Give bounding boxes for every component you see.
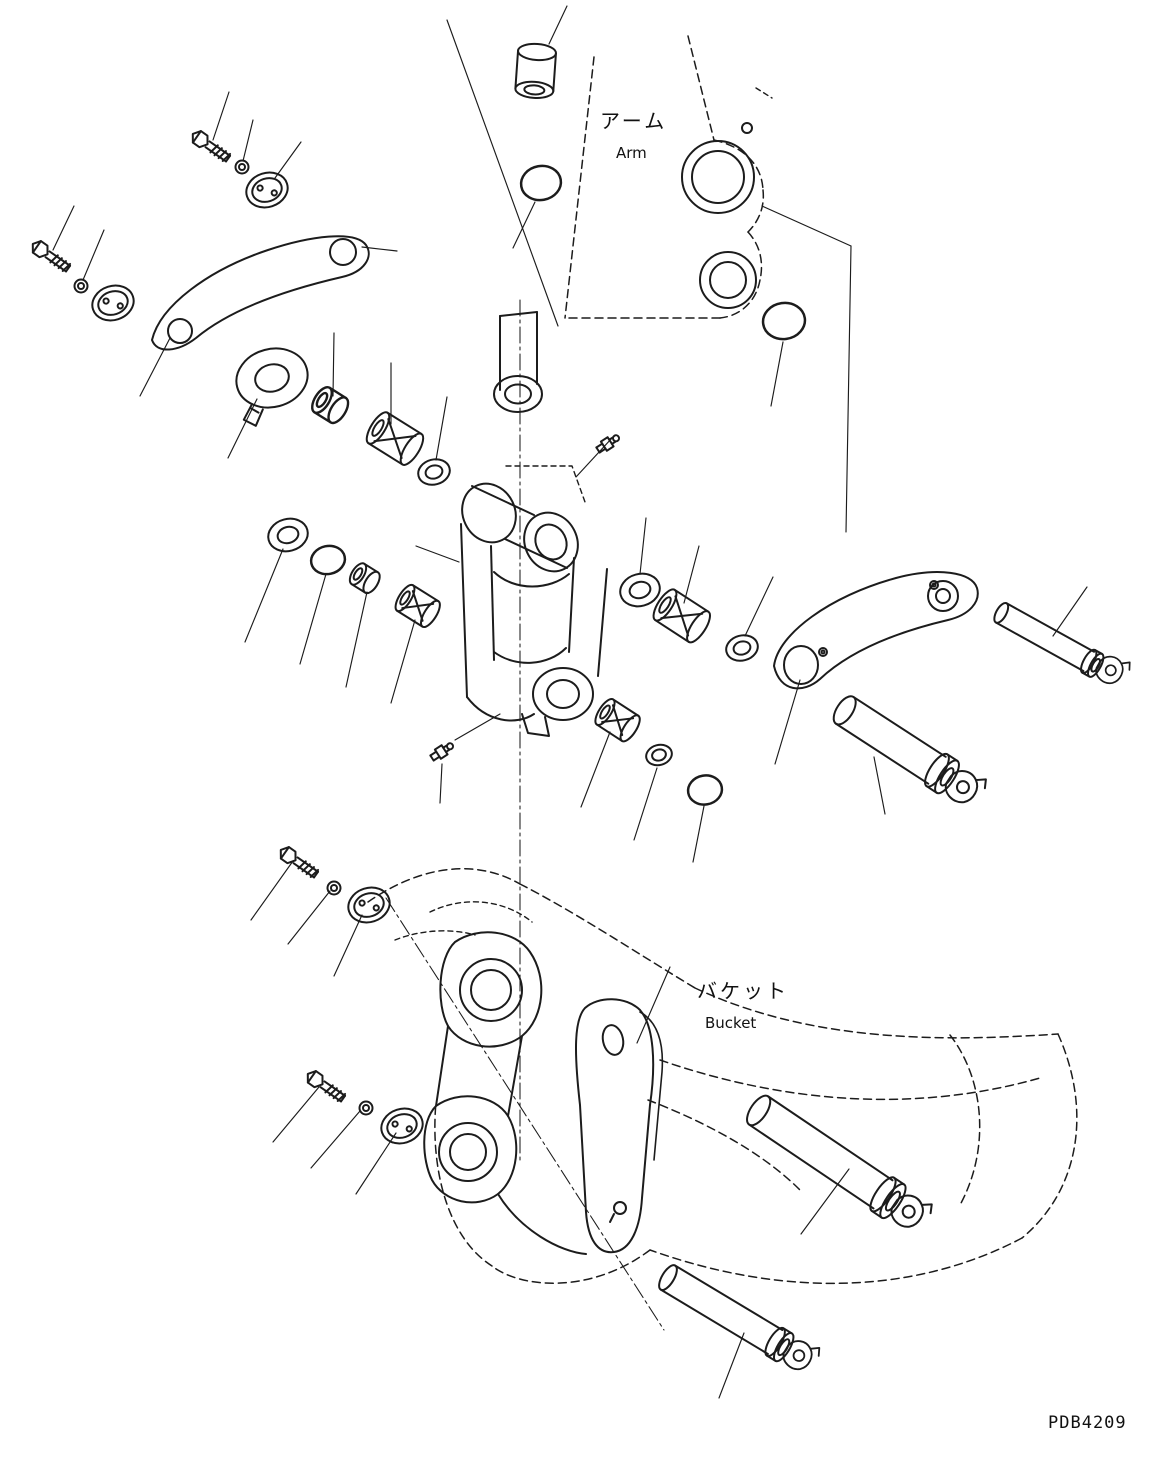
bolt-upper-1: [187, 127, 234, 166]
bushing-mid: [345, 559, 385, 597]
plug-lower-1: [342, 881, 396, 929]
arm-upper-boss: [681, 140, 755, 214]
drawing-code: PDB4209: [1048, 1413, 1127, 1433]
bucket-pin-upper: [746, 1094, 937, 1237]
bucket-link: [460, 465, 608, 737]
link-bolt-head-1: [929, 580, 939, 590]
link-pin-right: [832, 695, 991, 812]
pin-collar-mid: [390, 581, 445, 631]
washer-upper-1: [234, 159, 250, 175]
grease-fitting-upper: [594, 431, 623, 456]
arm-small-hole: [741, 122, 753, 134]
bucket-label-jp: バケット: [697, 979, 789, 1003]
arm-label-en: Arm: [616, 144, 647, 162]
leader-lines: [52, 5, 1088, 1399]
link-pin-far-right: [993, 601, 1134, 691]
link-bolt-head-2: [818, 647, 828, 657]
arm-tip-boss: [493, 311, 543, 413]
phantom-boundary-lines: [446, 19, 852, 533]
bolt-upper-2: [27, 237, 74, 276]
bushing-upper: [307, 382, 354, 428]
grease-fitting-lower: [428, 739, 457, 764]
o-ring-arm-right: [761, 301, 807, 341]
bucket-label-en: Bucket: [705, 1014, 756, 1032]
bolt-lower-2: [302, 1067, 349, 1106]
bucket-center-bracket: [575, 998, 664, 1254]
o-ring-mid: [309, 544, 347, 576]
seal-ring-below: [642, 740, 676, 770]
pin-collar-upper: [361, 408, 429, 470]
o-ring-below: [686, 774, 724, 806]
arm-outline: [564, 35, 773, 319]
bucket-pin-lower: [658, 1264, 824, 1378]
arm-label-jp: アーム: [600, 109, 667, 133]
bucket-outline: [367, 868, 1078, 1331]
washer-upper-2: [73, 278, 89, 294]
seal-ring-upper: [414, 454, 454, 490]
bucket-left-bracket: [423, 931, 587, 1255]
pin-collar-below: [590, 695, 645, 746]
thrust-washer-mid: [263, 513, 313, 557]
tab-washer: [235, 347, 309, 427]
side-link-right: [773, 571, 979, 690]
side-link-left: [151, 235, 370, 351]
plug-upper-2: [86, 279, 140, 327]
plug-lower-2: [375, 1102, 429, 1150]
o-ring-top: [519, 164, 563, 202]
plug-upper-1: [240, 166, 294, 214]
arm-lower-boss: [699, 251, 757, 309]
arm-top-pin: [513, 41, 558, 101]
seal-ring-right: [722, 630, 762, 666]
washer-lower-2: [358, 1100, 374, 1116]
